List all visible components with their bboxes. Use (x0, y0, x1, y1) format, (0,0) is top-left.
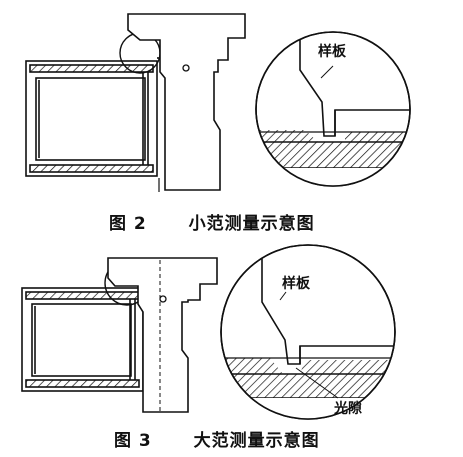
template-gauge-fig3 (107, 257, 218, 413)
magnified-view-fig2: 样板 (255, 31, 411, 187)
sleeve-part-fig2 (25, 57, 165, 177)
figure-3-caption: 图 3 大范测量示意图 (114, 426, 320, 451)
figure-2: 样板 (25, 13, 411, 192)
figure-3-title: 大范测量示意图 (193, 431, 320, 451)
template-gauge-fig2 (127, 13, 246, 191)
sleeve-part-fig3 (21, 287, 144, 392)
gap-label-fig3: 光隙 (333, 400, 362, 417)
figure-3: 样板 光隙 (21, 244, 396, 420)
template-label-fig3: 样板 (282, 275, 311, 292)
template-label-fig2: 样板 (318, 43, 347, 60)
figure-3-number: 图 3 (114, 431, 152, 451)
figure-2-number: 图 2 (109, 214, 147, 234)
figure-2-caption: 图 2 小范测量示意图 (109, 209, 315, 234)
figure-2-title: 小范测量示意图 (188, 214, 315, 234)
gauge-hole-fig3 (159, 295, 167, 303)
gauge-hole-fig2 (182, 64, 190, 72)
magnified-view-fig3: 样板 光隙 (220, 244, 396, 420)
